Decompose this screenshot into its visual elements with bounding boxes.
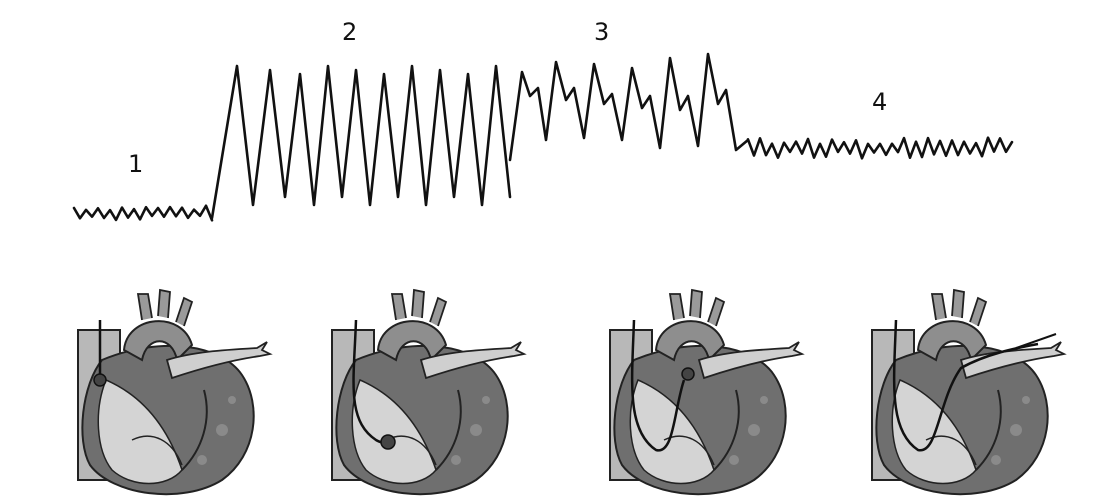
heart-with-catheter-in-right-atrium-icon xyxy=(78,290,270,494)
trace-segment-3 xyxy=(510,54,748,160)
heart-with-catheter-in-right-ventricle-icon xyxy=(332,290,524,494)
phase-label-1: 1 xyxy=(128,150,143,178)
phase-label-3: 3 xyxy=(594,18,609,46)
pressure-trace xyxy=(74,54,1012,220)
trace-segment-1 xyxy=(74,206,212,221)
heart-with-catheter-in-pulmonary-artery-icon xyxy=(610,290,802,494)
trace-segment-2 xyxy=(212,66,510,218)
heart-with-catheter-wedged-icon xyxy=(872,290,1064,494)
phase-label-2: 2 xyxy=(342,18,357,46)
trace-segment-4 xyxy=(748,138,1012,159)
phase-label-4: 4 xyxy=(872,88,887,116)
